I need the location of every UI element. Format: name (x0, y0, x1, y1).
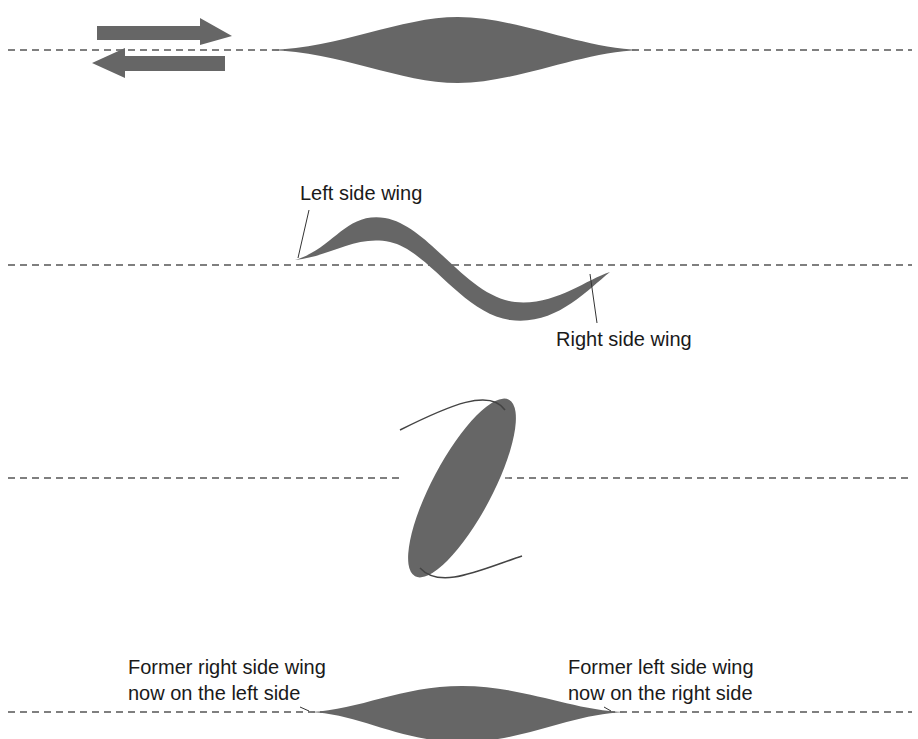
wing-label: Left side wing (300, 180, 422, 206)
stage-3-wings (400, 400, 522, 578)
wing-label: Former right side wing now on the left s… (128, 654, 343, 706)
wing-label: Right side wing (556, 326, 692, 352)
rotated-clast-stage-3 (389, 386, 536, 591)
sigmoid-stage-2 (295, 217, 610, 320)
shear-plane-lines (8, 50, 912, 712)
wing-label: Former left side wing now on the right s… (568, 654, 783, 706)
lens-stage-1 (270, 17, 640, 83)
shear-arrows (92, 18, 232, 78)
leader-lines (298, 210, 611, 711)
